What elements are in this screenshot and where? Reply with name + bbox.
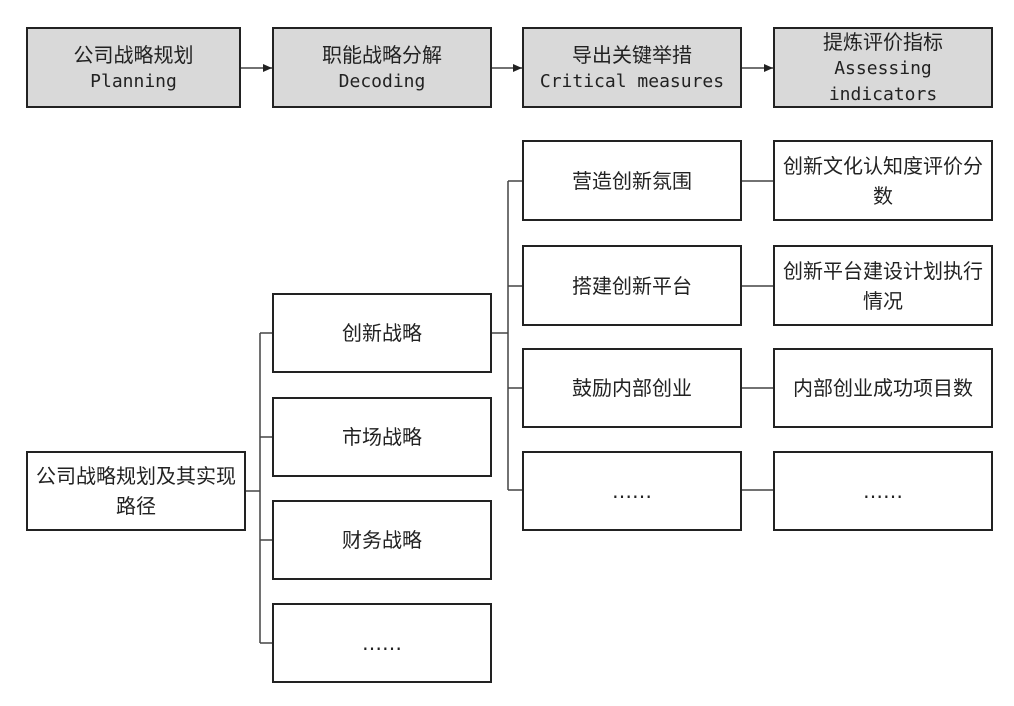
step-decoding-cn: 职能战略分解 <box>322 42 442 67</box>
root-node-label: 公司战略规划及其实现路径 <box>36 464 236 518</box>
indicator-2: 创新平台建设计划执行情况 <box>773 245 993 326</box>
key-measure-3: 鼓励内部创业 <box>522 348 742 428</box>
indicator-1: 创新文化认知度评价分数 <box>773 140 993 221</box>
key-measure-label: 搭建创新平台 <box>572 273 692 298</box>
key-measure-label: 鼓励内部创业 <box>572 376 692 400</box>
step-critical-measures: 导出关键举措 Critical measures <box>522 27 742 108</box>
key-measure-more: …… <box>522 451 742 531</box>
indicator-3: 内部创业成功项目数 <box>773 348 993 428</box>
functional-strategy-finance: 财务战略 <box>272 500 492 580</box>
step-critical-measures-en: Critical measures <box>539 70 725 92</box>
indicator-label: 创新平台建设计划执行情况 <box>783 258 983 313</box>
step-planning-en: Planning <box>90 70 177 92</box>
step-planning-cn: 公司战略规划 <box>73 42 194 67</box>
functional-strategy-innovation: 创新战略 <box>272 293 492 373</box>
functional-strategy-label: 市场战略 <box>342 425 422 449</box>
key-measure-label: 营造创新氛围 <box>572 168 692 193</box>
root-node: 公司战略规划及其实现路径 <box>26 451 246 531</box>
step-assessing-indicators: 提炼评价指标 Assessing indicators <box>773 27 993 108</box>
step-planning: 公司战略规划 Planning <box>26 27 241 108</box>
key-measure-2: 搭建创新平台 <box>522 245 742 326</box>
step-critical-measures-cn: 导出关键举措 <box>572 42 692 67</box>
functional-strategy-more: …… <box>272 603 492 683</box>
key-measure-1: 营造创新氛围 <box>522 140 742 221</box>
functional-strategy-label: …… <box>362 631 402 655</box>
functional-strategy-label: 创新战略 <box>342 321 422 345</box>
indicator-label: 内部创业成功项目数 <box>793 376 973 400</box>
indicator-label: …… <box>863 479 903 503</box>
functional-strategy-label: 财务战略 <box>342 528 422 552</box>
indicator-more: …… <box>773 451 993 531</box>
step-assessing-indicators-cn: 提炼评价指标 <box>823 29 943 54</box>
indicator-label: 创新文化认知度评价分数 <box>783 153 983 208</box>
step-decoding-en: Decoding <box>338 70 426 92</box>
functional-strategy-market: 市场战略 <box>272 397 492 477</box>
step-decoding: 职能战略分解 Decoding <box>272 27 492 108</box>
step-assessing-indicators-en: Assessing indicators <box>828 57 938 105</box>
key-measure-label: …… <box>612 479 652 503</box>
